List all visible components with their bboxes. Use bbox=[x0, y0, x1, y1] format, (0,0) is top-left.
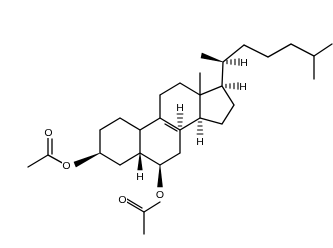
atom-label-h: H bbox=[196, 136, 204, 148]
hashed-bonds bbox=[176, 58, 240, 135]
bond bbox=[243, 44, 269, 58]
bond bbox=[199, 117, 223, 125]
bond bbox=[99, 117, 121, 131]
bonds bbox=[27, 43, 333, 235]
bond bbox=[313, 43, 333, 57]
bond bbox=[159, 82, 181, 96]
atom-label-h: H bbox=[239, 81, 247, 93]
bond bbox=[221, 61, 224, 87]
bond bbox=[179, 82, 201, 96]
bond bbox=[119, 152, 141, 166]
bond bbox=[159, 117, 181, 131]
atom-label-h: H bbox=[240, 57, 248, 69]
bond bbox=[143, 201, 161, 213]
bond bbox=[199, 85, 223, 96]
bond bbox=[126, 201, 145, 213]
wedge-bond bbox=[157, 164, 163, 188]
bond bbox=[139, 152, 161, 166]
double-bond-inner bbox=[126, 198, 143, 209]
wedge-bond bbox=[137, 152, 143, 171]
wedge-bonds bbox=[73, 52, 224, 188]
bond bbox=[139, 117, 161, 131]
atom-label-o: O bbox=[156, 189, 164, 201]
bond bbox=[222, 44, 245, 63]
atom-label-h: H bbox=[176, 102, 184, 114]
double-bond-inner bbox=[164, 123, 178, 132]
bond bbox=[290, 43, 315, 57]
bond bbox=[179, 117, 201, 131]
wedge-bond bbox=[200, 52, 224, 63]
bond bbox=[27, 154, 49, 168]
atom-label-o: O bbox=[62, 160, 70, 172]
bond bbox=[159, 152, 181, 166]
bond bbox=[221, 85, 235, 106]
bond bbox=[119, 117, 141, 131]
atom-label-o: O bbox=[118, 194, 126, 206]
bond bbox=[221, 104, 235, 125]
atom-label-o: O bbox=[44, 127, 52, 139]
bond bbox=[99, 152, 121, 166]
wedge-bond bbox=[73, 152, 101, 168]
bond bbox=[267, 43, 292, 58]
atom-label-h: H bbox=[136, 171, 144, 183]
atom-labels: O O O O H H H H H bbox=[44, 57, 248, 206]
